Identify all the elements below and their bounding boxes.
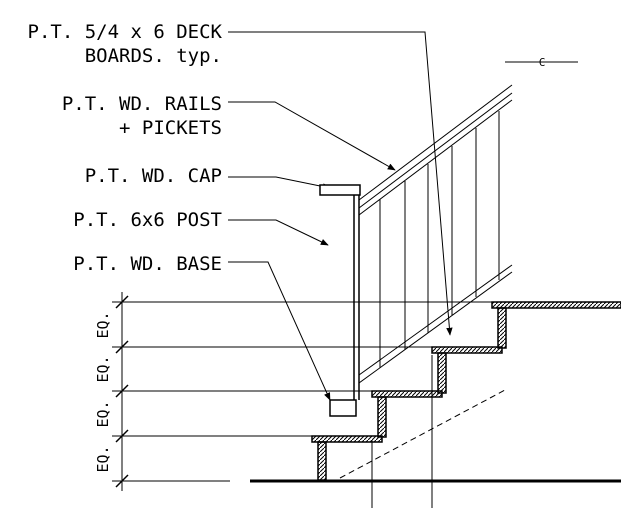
- callout-base: P.T. WD. BASE: [73, 253, 331, 401]
- dim-label-4: EQ.: [94, 445, 112, 472]
- leader-base: [228, 261, 331, 401]
- centerline-symbol: C: [505, 56, 578, 69]
- callout-cap-text: P.T. WD. CAP: [85, 165, 222, 187]
- stringer-hidden-line: [339, 389, 506, 479]
- leader-post: [228, 219, 329, 246]
- centerline-letter: C: [539, 56, 546, 69]
- callout-deck-boards-line2: BOARDS. typ.: [85, 45, 222, 67]
- callout-deck-boards: P.T. 5/4 x 6 DECK BOARDS. typ.: [28, 21, 453, 336]
- callout-post: P.T. 6x6 POST: [73, 209, 329, 246]
- bottom-rail: [358, 264, 513, 384]
- extension-lines: [112, 301, 492, 482]
- handrail: [358, 84, 513, 216]
- leader-cap: [228, 176, 331, 190]
- stair-treads: [311, 301, 621, 481]
- callout-deck-boards-line1: P.T. 5/4 x 6 DECK: [28, 21, 223, 43]
- callout-rails-line2: + PICKETS: [119, 117, 222, 139]
- callout-rails-line1: P.T. WD. RAILS: [62, 93, 222, 115]
- callout-cap: P.T. WD. CAP: [85, 165, 331, 190]
- dimension-string: [115, 292, 129, 491]
- callout-post-text: P.T. 6x6 POST: [73, 209, 222, 231]
- post-cap: [319, 184, 361, 196]
- dim-label-1: EQ.: [94, 311, 112, 338]
- pickets: [379, 111, 500, 368]
- callout-rails-pickets: P.T. WD. RAILS + PICKETS: [62, 93, 396, 171]
- leader-rails: [228, 101, 396, 171]
- leader-deck-boards: [228, 31, 453, 336]
- dim-label-3: EQ.: [94, 400, 112, 427]
- dim-label-2: EQ.: [94, 355, 112, 382]
- callout-base-text: P.T. WD. BASE: [73, 253, 222, 275]
- post-base: [329, 399, 357, 417]
- post: [319, 184, 361, 417]
